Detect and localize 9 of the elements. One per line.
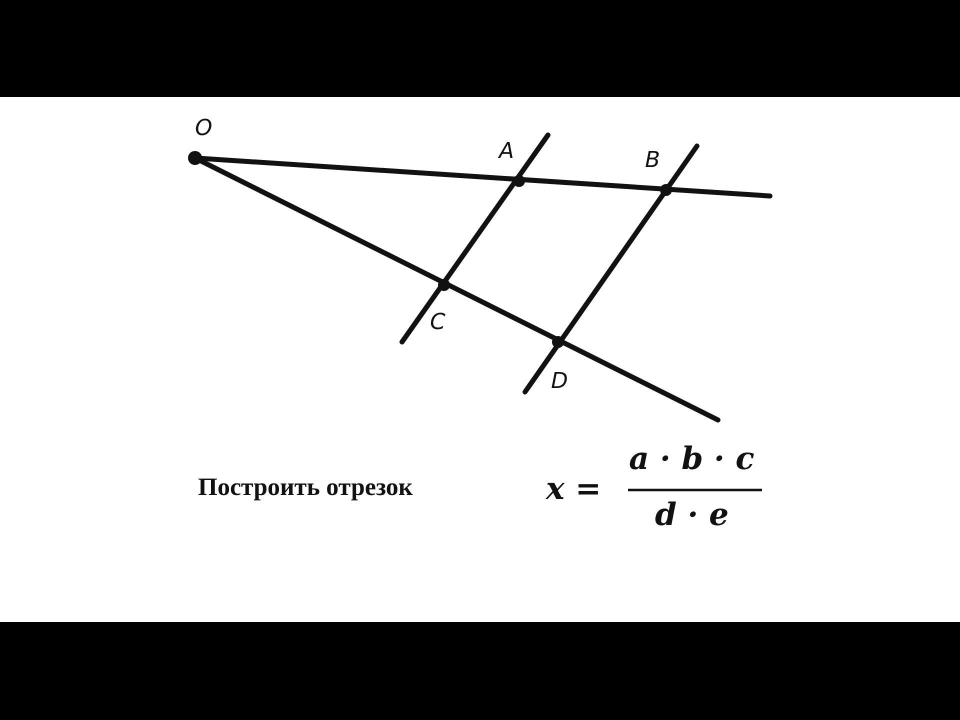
- point-label: D: [551, 371, 568, 393]
- point-label: O: [195, 118, 212, 140]
- point-label: A: [499, 141, 514, 163]
- formula-text: x =: [546, 474, 602, 505]
- point-label: B: [645, 150, 660, 172]
- formula-denominator: d · e: [655, 500, 729, 531]
- formula-numerator: a · b · c: [629, 444, 754, 475]
- point-label: C: [430, 312, 446, 334]
- instruction-text: Построить отрезок: [198, 475, 413, 500]
